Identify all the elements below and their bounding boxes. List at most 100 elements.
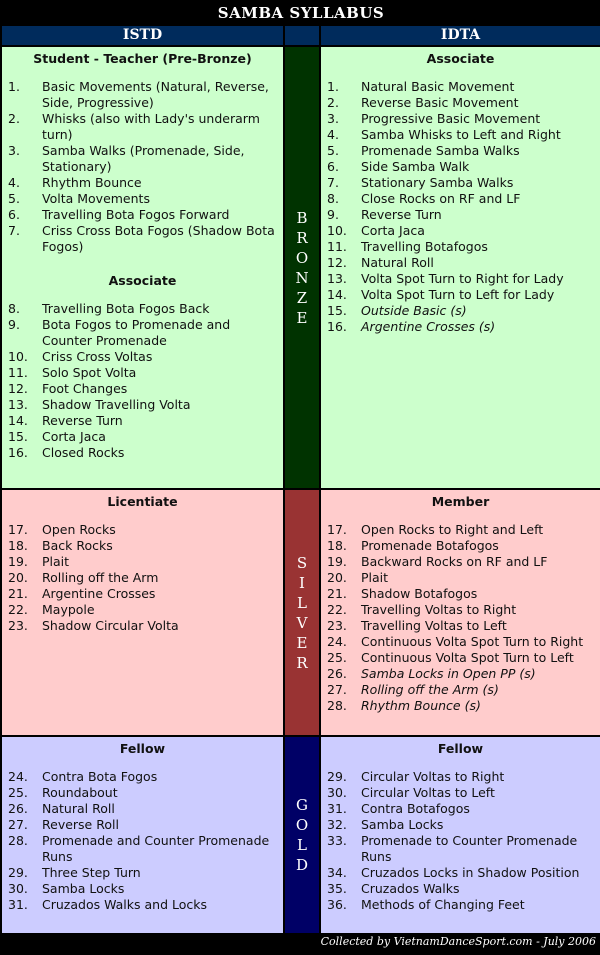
- item-number: 15.: [8, 429, 28, 444]
- item-text: Shadow Botafogos: [361, 586, 478, 601]
- band-letter: R: [296, 228, 308, 247]
- item-number: 16.: [8, 445, 28, 460]
- item-text: Circular Voltas to Left: [361, 785, 495, 800]
- item-number: 36.: [327, 897, 347, 912]
- band-letter: S: [296, 553, 308, 572]
- band-letter: O: [295, 248, 309, 267]
- item-number: 30.: [8, 881, 28, 896]
- band-letter: L: [297, 593, 307, 612]
- list-item: 2.Reverse Basic Movement: [321, 95, 600, 111]
- list-item: 20.Plait: [321, 570, 600, 586]
- item-text: Outside Basic (s): [361, 303, 467, 318]
- section-heading: Associate: [426, 51, 495, 66]
- item-text: Samba Walks (Promenade, Side, Stationary…: [42, 143, 245, 174]
- list-item: 26.Samba Locks in Open PP (s): [321, 666, 600, 682]
- item-text: Close Rocks on RF and LF: [361, 191, 521, 206]
- item-text: Corta Jaca: [42, 429, 106, 444]
- item-number: 12.: [8, 381, 28, 396]
- band-letter: L: [297, 836, 307, 854]
- list-item: 1.Natural Basic Movement: [321, 79, 600, 95]
- list-item: 7.Stationary Samba Walks: [321, 175, 600, 191]
- item-number: 24.: [327, 634, 347, 649]
- item-number: 9.: [327, 207, 339, 222]
- item-text: Criss Cross Bota Fogos (Shadow Bota Fogo…: [42, 223, 275, 254]
- item-text: Open Rocks to Right and Left: [361, 522, 544, 537]
- list-item: 3.Progressive Basic Movement: [321, 111, 600, 127]
- item-number: 6.: [327, 159, 339, 174]
- item-text: Circular Voltas to Right: [361, 769, 505, 784]
- item-number: 7.: [327, 175, 339, 190]
- item-text: Promenade Samba Walks: [361, 143, 520, 158]
- band-letter: I: [299, 573, 305, 592]
- item-number: 14.: [327, 287, 347, 302]
- item-text: Methods of Changing Feet: [361, 897, 525, 912]
- item-text: Roundabout: [42, 785, 118, 800]
- band-letter: R: [296, 653, 308, 672]
- item-text: Volta Movements: [42, 191, 150, 206]
- list-item: 25. Roundabout: [2, 785, 283, 801]
- item-number: 25.: [327, 650, 347, 665]
- band-letter: N: [295, 268, 309, 287]
- item-number: 27.: [8, 817, 28, 832]
- item-text: Closed Rocks: [42, 445, 125, 460]
- list-item: 8.Close Rocks on RF and LF: [321, 191, 600, 207]
- list-item: 28.Rhythm Bounce (s): [321, 698, 600, 714]
- list-item: 20.Rolling off the Arm: [2, 570, 283, 586]
- footer-credit: Collected by VietnamDanceSport.com - Jul…: [2, 935, 600, 949]
- item-text: Solo Spot Volta: [42, 365, 137, 380]
- list-item: 4.Samba Whisks to Left and Right: [321, 127, 600, 143]
- list-item: 2.Whisks (also with Lady's underarm turn…: [2, 111, 283, 143]
- item-number: 26.: [8, 801, 28, 816]
- item-text: Bota Fogos to Promenade and Counter Prom…: [42, 317, 231, 348]
- list-item: 33.Promenade to Counter Promenade Runs: [321, 833, 600, 865]
- list-item: 22.Travelling Voltas to Right: [321, 602, 600, 618]
- item-text: Argentine Crosses: [42, 586, 156, 601]
- list-item: 24.Contra Bota Fogos: [2, 769, 283, 785]
- item-text: Back Rocks: [42, 538, 113, 553]
- item-number: 12.: [327, 255, 347, 270]
- list-item: 6.Side Samba Walk: [321, 159, 600, 175]
- item-text: Reverse Turn: [361, 207, 442, 222]
- list-item: 11.Solo Spot Volta: [2, 365, 283, 381]
- list-item: 10.Corta Jaca: [321, 223, 600, 239]
- list-item: 9. Reverse Turn: [321, 207, 600, 223]
- item-text: Promenade and Counter Promenade Runs: [42, 833, 270, 864]
- item-number: 32.: [327, 817, 347, 832]
- item-number: 29.: [8, 865, 28, 880]
- section-heading: Member: [431, 494, 490, 509]
- item-number: 11.: [327, 239, 347, 254]
- item-text: Basic Movements (Natural, Reverse, Side,…: [42, 79, 269, 110]
- item-number: 31.: [327, 801, 347, 816]
- list-item: 7.Criss Cross Bota Fogos (Shadow Bota Fo…: [2, 223, 283, 255]
- list-item: 13.Shadow Travelling Volta: [2, 397, 283, 413]
- item-text: Open Rocks: [42, 522, 116, 537]
- item-number: 23.: [327, 618, 347, 633]
- item-number: 35.: [327, 881, 347, 896]
- item-number: 24.: [8, 769, 28, 784]
- list-item: 8.Travelling Bota Fogos Back: [2, 301, 283, 317]
- item-number: 1.: [327, 79, 339, 94]
- item-number: 10.: [327, 223, 347, 238]
- band-letter: E: [296, 308, 308, 327]
- list-item: 4.Rhythm Bounce: [2, 175, 283, 191]
- item-text: Backward Rocks on RF and LF: [361, 554, 548, 569]
- item-number: 19.: [8, 554, 28, 569]
- list-item: 18.Promenade Botafogos: [321, 538, 600, 554]
- list-item: 15. Corta Jaca: [2, 429, 283, 445]
- item-number: 3.: [8, 143, 20, 158]
- item-number: 6.: [8, 207, 20, 222]
- list-item: 31.Cruzados Walks and Locks: [2, 897, 283, 913]
- item-text: Whisks (also with Lady's underarm turn): [42, 111, 260, 142]
- istd-bronze-cell: Student - Teacher (Pre-Bronze)1.Basic Mo…: [2, 47, 283, 488]
- item-number: 27.: [327, 682, 347, 697]
- item-number: 25.: [8, 785, 28, 800]
- band-letter: O: [295, 816, 309, 834]
- item-number: 20.: [327, 570, 347, 585]
